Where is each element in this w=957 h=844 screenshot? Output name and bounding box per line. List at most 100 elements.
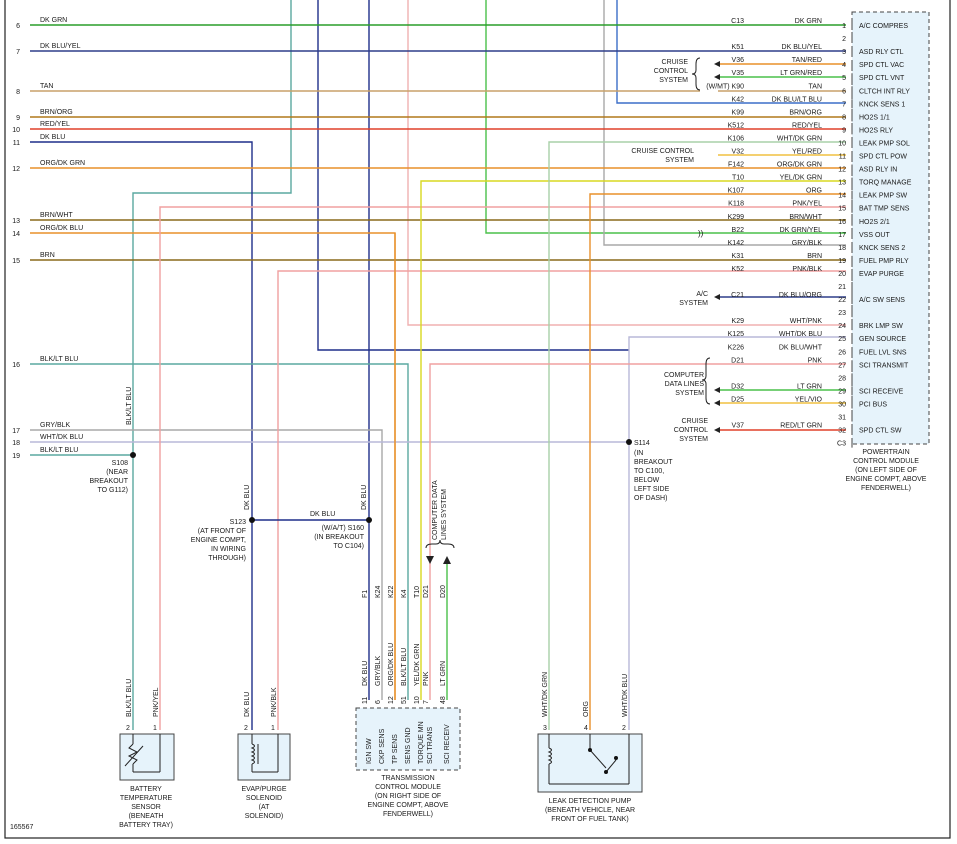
circuit-color: WHT/DK BLU bbox=[779, 331, 822, 338]
computer-data-lines-system: COMPUTER DATA LINES SYSTEM bbox=[664, 372, 704, 397]
wire-color-label: RED/YEL bbox=[40, 121, 70, 128]
wire-color-label: BRN/ORG bbox=[40, 109, 73, 116]
wire-number: 16 bbox=[12, 362, 20, 369]
circuit-code: F142 bbox=[728, 162, 744, 169]
thermistor-icon bbox=[124, 734, 161, 773]
svg-text:1: 1 bbox=[271, 725, 275, 732]
wire-number: 12 bbox=[12, 166, 20, 173]
circuit-code: K52 bbox=[732, 266, 745, 273]
pcm-pin-label: HO2S 1/1 bbox=[859, 114, 890, 121]
svg-text:BATTERY TRAY): BATTERY TRAY) bbox=[119, 822, 173, 829]
svg-text:(AT: (AT bbox=[259, 804, 270, 811]
pcm-pin-number: 29 bbox=[838, 388, 846, 395]
wire-number: 10 bbox=[12, 127, 20, 134]
circuit-color: ORG bbox=[806, 188, 822, 195]
svg-text:CONTROL MODULE: CONTROL MODULE bbox=[375, 784, 441, 791]
connector-break-icon: )) bbox=[698, 229, 704, 238]
tcm-wire-color: DK BLU bbox=[362, 661, 369, 686]
svg-text:2: 2 bbox=[126, 725, 130, 732]
pcm-pin-label: PCI BUS bbox=[859, 401, 887, 408]
svg-text:3: 3 bbox=[543, 725, 547, 732]
tcm-circuit-code: D20 bbox=[440, 585, 447, 598]
circuit-code: C21 bbox=[731, 292, 744, 299]
tcm-pin-number: 12 bbox=[388, 696, 395, 704]
svg-text:S114: S114 bbox=[634, 440, 650, 447]
svg-text:A/C: A/C bbox=[696, 291, 708, 298]
svg-text:SOLENOID: SOLENOID bbox=[246, 795, 282, 802]
leak-pump-wire-labels: WHT/DK GRN ORG WHT/DK BLU 3 4 2 bbox=[542, 672, 629, 732]
tcm-pin-label: IGN SW bbox=[366, 738, 373, 764]
pcm-pin-number: 15 bbox=[838, 206, 846, 213]
svg-text:SYSTEM: SYSTEM bbox=[665, 157, 694, 164]
svg-text:(NEAR: (NEAR bbox=[106, 469, 128, 476]
circuit-color: LT GRN/RED bbox=[780, 70, 822, 77]
svg-text:SYSTEM: SYSTEM bbox=[679, 436, 708, 443]
pcm-pin-number: 18 bbox=[838, 245, 846, 252]
pcm-pin-number: 3 bbox=[842, 49, 846, 56]
wire-color-label: ORG/DK BLU bbox=[40, 225, 83, 232]
figure-id: 165567 bbox=[10, 824, 33, 831]
evap-solenoid-title: EVAP/PURGE SOLENOID (AT SOLENOID) bbox=[242, 786, 287, 820]
wire-14 bbox=[30, 232, 396, 700]
circuit-color: YEL/RED bbox=[792, 149, 822, 156]
circuit-code: K118 bbox=[728, 201, 744, 208]
wire-number: 11 bbox=[13, 140, 20, 147]
left-wire-row: 7DK BLU/YEL bbox=[16, 43, 80, 56]
wire-color-label: TAN bbox=[40, 83, 53, 90]
tcm-pin-label: TP SENS bbox=[392, 734, 399, 764]
tcm-pin-number: 48 bbox=[440, 696, 447, 704]
pump-switch-icon bbox=[547, 734, 630, 785]
pcm-pin-number: 19 bbox=[838, 258, 846, 265]
pcm-pin-number: 9 bbox=[842, 127, 846, 134]
pcm-pin-label: KNCK SENS 2 bbox=[859, 245, 905, 252]
circuit-color: DK BLU/LT BLU bbox=[772, 96, 822, 103]
svg-text:(ON RIGHT SIDE OF: (ON RIGHT SIDE OF bbox=[375, 793, 441, 800]
pump-switch-contacts bbox=[588, 748, 618, 774]
circuit-code: K299 bbox=[728, 214, 744, 221]
pcm-pin-number: 20 bbox=[838, 271, 846, 278]
pcm-pin-number: 1 bbox=[842, 23, 846, 30]
pcm-pin-label: EVAP PURGE bbox=[859, 271, 904, 278]
circuit-color: GRY/BLK bbox=[792, 240, 823, 247]
pcm-pin-number: 16 bbox=[838, 219, 846, 226]
tcm-pin-label: SCI RECEIV bbox=[444, 724, 451, 764]
pcm-pin-number: C3 bbox=[837, 441, 846, 448]
pcm-pin-label: ASD RLY IN bbox=[859, 167, 897, 174]
wire-gry-blk-trunk bbox=[603, 0, 846, 246]
pcm-row: 28 bbox=[838, 373, 853, 383]
svg-text:CRUISE: CRUISE bbox=[682, 418, 709, 425]
left-wire-row: 6DK GRN bbox=[16, 17, 67, 30]
pcm-pin-label: SPD CTL VAC bbox=[859, 62, 904, 69]
svg-text:CRUISE: CRUISE bbox=[662, 59, 689, 66]
wire-org-route bbox=[589, 193, 846, 730]
wire-dk-blu-lt-blu-trunk bbox=[616, 0, 846, 104]
svg-text:(IN: (IN bbox=[634, 450, 643, 457]
circuit-color: PNK bbox=[808, 357, 823, 364]
circuit-color: DK BLU/YEL bbox=[782, 44, 823, 51]
svg-text:LINES SYSTEM: LINES SYSTEM bbox=[441, 489, 448, 540]
dk-blu-label-2: DK BLU bbox=[361, 485, 368, 510]
pcm-pin-number: 12 bbox=[838, 167, 846, 174]
wire-number: 7 bbox=[16, 49, 20, 56]
svg-text:THROUGH): THROUGH) bbox=[208, 555, 246, 562]
pcm-pin-number: 21 bbox=[838, 284, 846, 291]
pcm-pin-number: 11 bbox=[839, 154, 846, 161]
pcm-pin-number: 17 bbox=[838, 232, 846, 239]
leak-pump-title: LEAK DETECTION PUMP (BENEATH VEHICLE, NE… bbox=[545, 798, 635, 823]
svg-text:CRUISE CONTROL: CRUISE CONTROL bbox=[631, 148, 694, 155]
circuit-code: K125 bbox=[728, 331, 744, 338]
pcm-connector bbox=[851, 11, 930, 445]
svg-text:1: 1 bbox=[153, 725, 157, 732]
pcm-pin-number: 32 bbox=[838, 428, 846, 435]
wire-11 bbox=[30, 141, 253, 520]
